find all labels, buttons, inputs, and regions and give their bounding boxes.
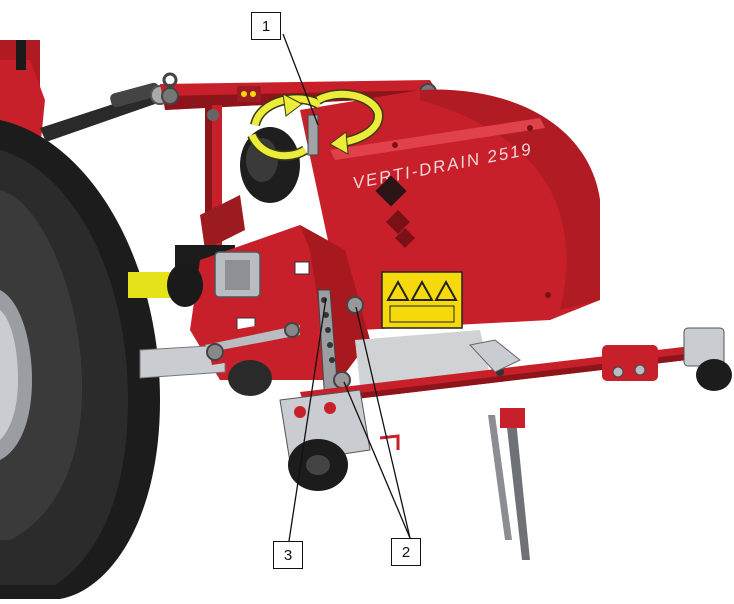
callout-2: 2 — [391, 538, 421, 566]
tines — [469, 339, 530, 560]
driveshaft — [128, 263, 203, 307]
warning-decal — [381, 271, 463, 329]
rear-roller — [228, 330, 490, 396]
side-arms — [200, 105, 245, 250]
leader-line-2b — [343, 381, 411, 539]
leader-lines — [282, 33, 411, 542]
roller-bracket-right — [602, 327, 732, 391]
rotation-arrows — [247, 89, 384, 161]
leader-line-1 — [282, 33, 319, 126]
leader-line-2a — [355, 306, 411, 539]
top-link — [40, 82, 170, 142]
leader-line-3 — [288, 297, 327, 542]
rotor-housing: VERTI-DRAIN 2519 — [300, 89, 600, 330]
callout-1: 1 — [251, 12, 281, 40]
tractor-tire — [0, 120, 160, 599]
lower-links — [139, 318, 305, 379]
front-roller-assembly — [279, 389, 400, 491]
callout-3: 3 — [273, 541, 303, 569]
